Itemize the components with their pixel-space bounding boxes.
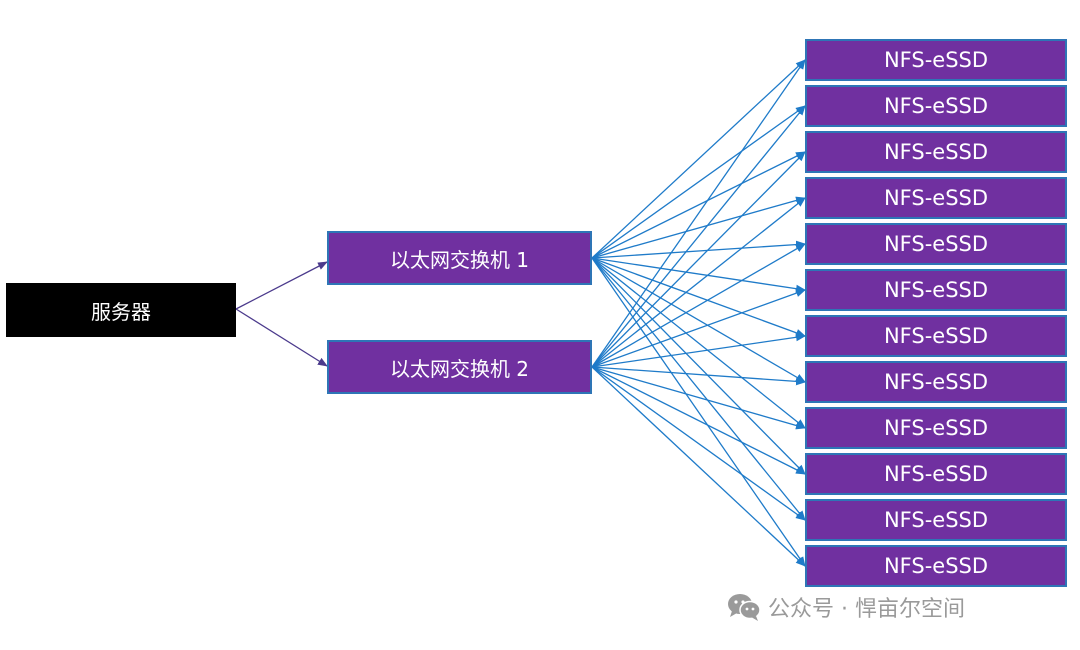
nfs-essd-12: NFS-eSSD <box>805 545 1067 587</box>
switch-1-to-essd-3-arrow <box>591 151 806 259</box>
essd-label: NFS-eSSD <box>883 554 989 578</box>
essd-label: NFS-eSSD <box>883 186 989 210</box>
essd-label: NFS-eSSD <box>883 232 989 256</box>
watermark-text: 公众号 · 悍亩尔空间 <box>768 597 965 622</box>
switch-1-to-essd-5-arrow <box>591 240 806 259</box>
switch-2-to-essd-5-arrow <box>591 243 806 368</box>
switch-2-to-essd-10-arrow <box>591 366 806 475</box>
nfs-essd-6: NFS-eSSD <box>805 269 1067 311</box>
essd-label: NFS-eSSD <box>883 416 989 440</box>
switch-1-to-essd-4-arrow <box>591 196 806 259</box>
switch-1-to-essd-1-arrow <box>591 59 806 259</box>
switch-2-label: 以太网交换机 2 <box>389 356 530 381</box>
ethernet-switch-1: 以太网交换机 1 <box>327 231 592 285</box>
switch-2-to-essd-3-arrow <box>591 151 806 368</box>
switch-2-to-essd-9-arrow <box>591 366 806 430</box>
switch-1-to-essd-10-arrow <box>591 257 806 475</box>
server-label: 服务器 <box>91 299 151 324</box>
switch-to-essd-links <box>591 59 806 567</box>
switch-1-to-essd-12-arrow <box>591 257 806 567</box>
essd-label: NFS-eSSD <box>883 94 989 118</box>
wechat-icon <box>728 594 761 621</box>
nfs-essd-11: NFS-eSSD <box>805 499 1067 541</box>
switch-2-to-essd-7-arrow <box>591 333 806 368</box>
nfs-essd-1: NFS-eSSD <box>805 39 1067 81</box>
switch-2-to-essd-2-arrow <box>591 105 806 368</box>
nfs-essd-8: NFS-eSSD <box>805 361 1067 403</box>
ethernet-switch-2: 以太网交换机 2 <box>327 340 592 394</box>
switch-2-to-essd-8-arrow <box>591 366 806 386</box>
nfs-essd-2: NFS-eSSD <box>805 85 1067 127</box>
switch-2-to-essd-6-arrow <box>591 289 806 368</box>
nfs-essd-7: NFS-eSSD <box>805 315 1067 357</box>
watermark: 公众号 · 悍亩尔空间 <box>726 590 965 624</box>
essd-label: NFS-eSSD <box>883 508 989 532</box>
switch-1-to-essd-6-arrow <box>591 257 806 293</box>
server-to-switch-2-arrow <box>235 308 328 367</box>
switch-2-to-essd-11-arrow <box>591 366 806 521</box>
switch-1-to-essd-2-arrow <box>591 105 806 259</box>
nfs-essd-3: NFS-eSSD <box>805 131 1067 173</box>
server-node: 服务器 <box>6 283 236 337</box>
switch-1-label: 以太网交换机 1 <box>389 247 530 272</box>
switch-2-to-essd-12-arrow <box>591 366 806 567</box>
server-to-switch-links <box>235 261 328 367</box>
nfs-essd-5: NFS-eSSD <box>805 223 1067 265</box>
nfs-essd-10: NFS-eSSD <box>805 453 1067 495</box>
essd-label: NFS-eSSD <box>883 324 989 348</box>
essd-label: NFS-eSSD <box>883 48 989 72</box>
essd-label: NFS-eSSD <box>883 370 989 394</box>
switch-1-to-essd-8-arrow <box>591 257 806 383</box>
nfs-essd-9: NFS-eSSD <box>805 407 1067 449</box>
essd-label: NFS-eSSD <box>883 140 989 164</box>
essd-label: NFS-eSSD <box>883 278 989 302</box>
switch-2-to-essd-4-arrow <box>591 197 806 368</box>
switch-1-to-essd-11-arrow <box>591 257 806 521</box>
server-to-switch-1-arrow <box>235 261 328 310</box>
nfs-essd-4: NFS-eSSD <box>805 177 1067 219</box>
essd-label: NFS-eSSD <box>883 462 989 486</box>
switch-1-to-essd-7-arrow <box>591 257 806 337</box>
switch-1-to-essd-9-arrow <box>591 257 806 429</box>
switch-2-to-essd-1-arrow <box>591 59 806 368</box>
